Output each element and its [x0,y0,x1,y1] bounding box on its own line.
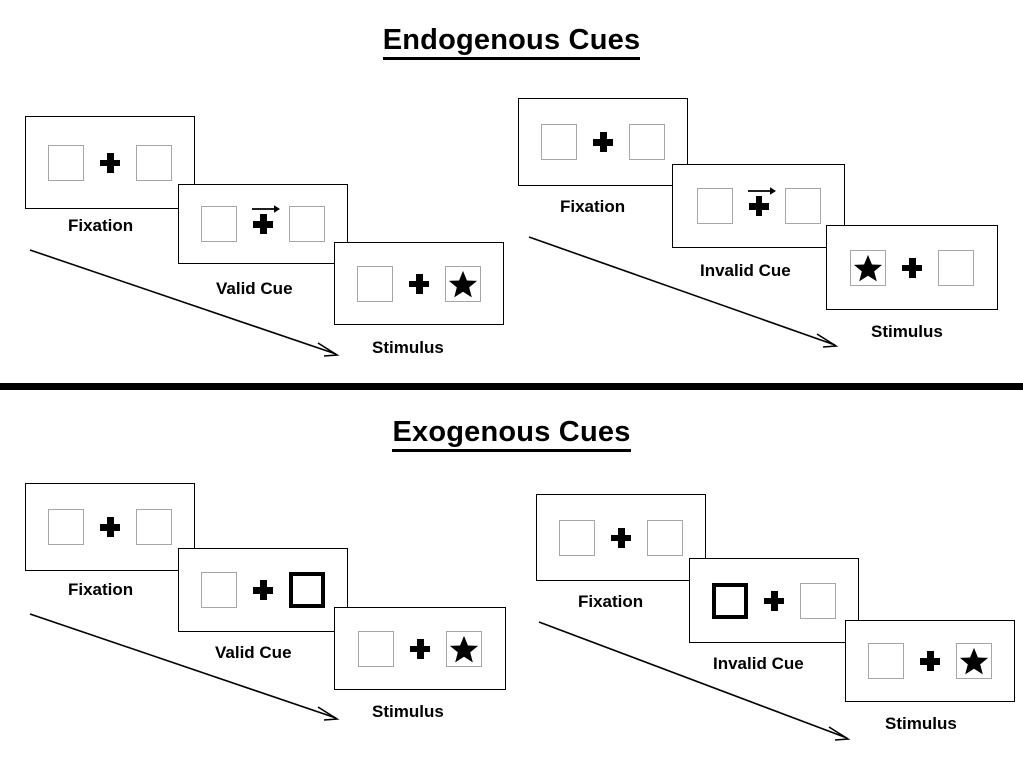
left-box [48,144,84,181]
section-title-exogenous: Exogenous Cues [0,416,1023,452]
center-slot [410,631,430,667]
plus-cross-icon [253,214,273,234]
right-box [784,188,821,224]
plus-cross-icon [409,273,429,294]
section-title-endogenous: Endogenous Cues [0,24,1023,60]
center-slot [100,145,120,181]
panel-endogenous-valid-fixation[interactable] [25,116,195,209]
left-box [358,630,394,667]
right-box [938,249,974,286]
left-box [201,572,237,608]
panel-content [696,187,821,224]
panel-content [357,265,481,302]
plus-cross-icon [748,196,769,216]
left-box [868,643,904,679]
panel-exogenous-invalid-stimulus[interactable] [845,620,1015,702]
center-slot [764,583,784,619]
caption-endogenous-valid-cue: Valid Cue [216,279,293,298]
panel-exogenous-invalid-cue[interactable] [689,558,859,643]
star-icon [959,647,989,675]
panel-endogenous-valid-stimulus[interactable] [334,242,504,325]
caption-exogenous-valid-fixation: Fixation [68,580,134,599]
panel-content [358,630,482,667]
left-box [357,265,393,302]
panel-endogenous-valid-cue[interactable] [178,184,348,264]
panel-endogenous-invalid-stimulus[interactable] [826,225,998,310]
panel-content [201,572,325,608]
plus-cross-icon [902,257,922,278]
plus-cross-icon [100,152,120,173]
panel-content [712,582,836,619]
caption-endogenous-invalid-stimulus: Stimulus [871,322,943,341]
center-slot [593,124,613,160]
center-slot [100,509,120,545]
right-box [800,582,836,619]
right-box [956,643,992,679]
center-slot [747,187,776,224]
star-icon [448,270,478,297]
panel-content [559,519,683,556]
panel-content [541,124,665,160]
plus-cross-icon [593,132,613,152]
plus-cross-icon [100,517,120,537]
center-slot [920,643,940,679]
right-arrow-icon [252,205,280,213]
right-box [445,265,481,302]
panel-exogenous-valid-stimulus[interactable] [334,607,506,690]
left-box [850,249,886,286]
plus-cross-icon [253,580,273,600]
right-arrow-icon [747,187,776,195]
left-box [541,124,577,160]
plus-cross-icon [611,527,631,548]
right-box [289,206,325,242]
left-box [696,188,733,224]
right-box [629,124,665,160]
star-icon [853,254,883,281]
caption-endogenous-valid-stimulus: Stimulus [372,338,444,357]
caption-exogenous-valid-stimulus: Stimulus [372,702,444,721]
caption-endogenous-valid-fixation: Fixation [68,216,134,235]
center-slot [902,250,922,286]
panel-content [868,643,992,679]
panel-endogenous-invalid-cue[interactable] [672,164,845,248]
left-box [201,206,237,242]
center-slot [611,520,631,556]
left-box [559,519,595,556]
section-title-exogenous-text: Exogenous Cues [392,416,631,452]
right-box [647,519,683,556]
plus-cross-icon [410,638,430,659]
caption-endogenous-invalid-cue: Invalid Cue [700,261,791,280]
center-slot [409,266,429,302]
panel-content [48,144,172,181]
left-box [48,509,84,545]
right-box [446,630,482,667]
plus-cross-icon [764,590,784,611]
panel-content [48,509,172,545]
plus-cross-icon [920,651,940,671]
caption-exogenous-invalid-fixation: Fixation [578,592,644,611]
panel-content [850,249,974,286]
center-slot [253,572,273,608]
star-icon [449,635,479,662]
panel-exogenous-invalid-fixation[interactable] [536,494,706,581]
right-box-cued [289,572,325,608]
time-arrow-icon-endogenous-invalid [528,236,839,348]
section-divider [0,383,1023,390]
right-box [136,144,172,181]
left-box-cued [712,582,748,619]
caption-exogenous-valid-cue: Valid Cue [215,643,292,662]
panel-exogenous-valid-cue[interactable] [178,548,348,632]
panel-content [201,205,325,242]
right-box [136,509,172,545]
panel-endogenous-invalid-fixation[interactable] [518,98,688,186]
caption-endogenous-invalid-fixation: Fixation [560,197,626,216]
section-title-endogenous-text: Endogenous Cues [382,24,641,60]
caption-exogenous-invalid-cue: Invalid Cue [713,654,804,673]
caption-exogenous-invalid-stimulus: Stimulus [885,714,957,733]
center-slot [252,205,280,242]
panel-exogenous-valid-fixation[interactable] [25,483,195,571]
